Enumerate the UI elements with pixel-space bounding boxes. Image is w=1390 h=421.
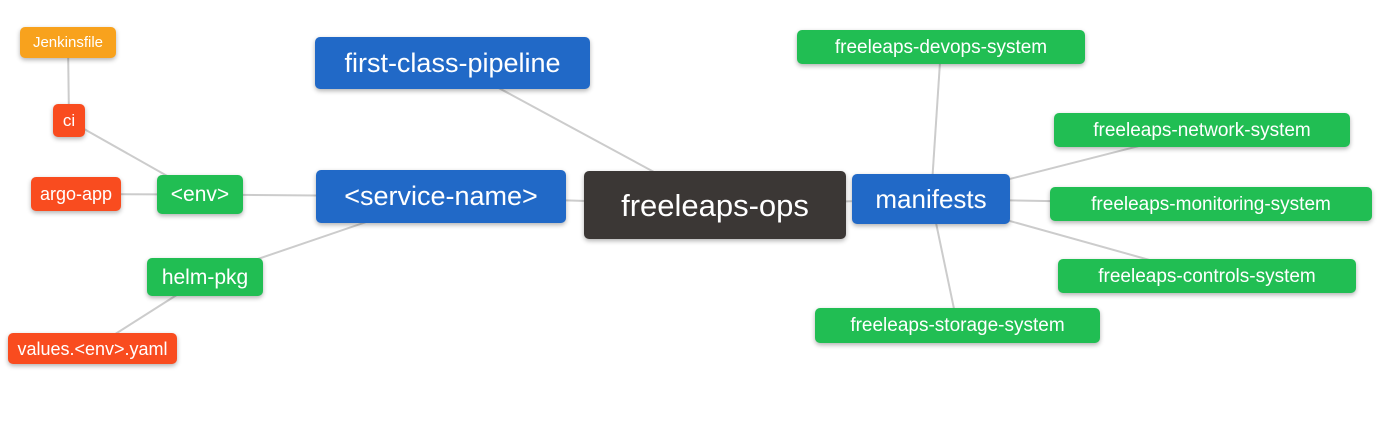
node-values-env-yaml[interactable]: values.<env>.yaml — [8, 333, 177, 364]
node-helm-pkg[interactable]: helm-pkg — [147, 258, 263, 296]
node-freeleaps-storage-system[interactable]: freeleaps-storage-system — [815, 308, 1100, 343]
node-freeleaps-devops-system[interactable]: freeleaps-devops-system — [797, 30, 1085, 64]
node-freeleaps-controls-system[interactable]: freeleaps-controls-system — [1058, 259, 1356, 293]
node-freeleaps-monitoring-system[interactable]: freeleaps-monitoring-system — [1050, 187, 1372, 221]
node-argo-app[interactable]: argo-app — [31, 177, 121, 211]
node-jenkinsfile[interactable]: Jenkinsfile — [20, 27, 116, 58]
node-service-name[interactable]: <service-name> — [316, 170, 566, 223]
node-ci[interactable]: ci — [53, 104, 85, 137]
node-freeleaps-ops-root[interactable]: freeleaps-ops — [584, 171, 846, 239]
node-first-class-pipeline[interactable]: first-class-pipeline — [315, 37, 590, 89]
node-env[interactable]: <env> — [157, 175, 243, 214]
node-freeleaps-network-system[interactable]: freeleaps-network-system — [1054, 113, 1350, 147]
node-manifests[interactable]: manifests — [852, 174, 1010, 224]
